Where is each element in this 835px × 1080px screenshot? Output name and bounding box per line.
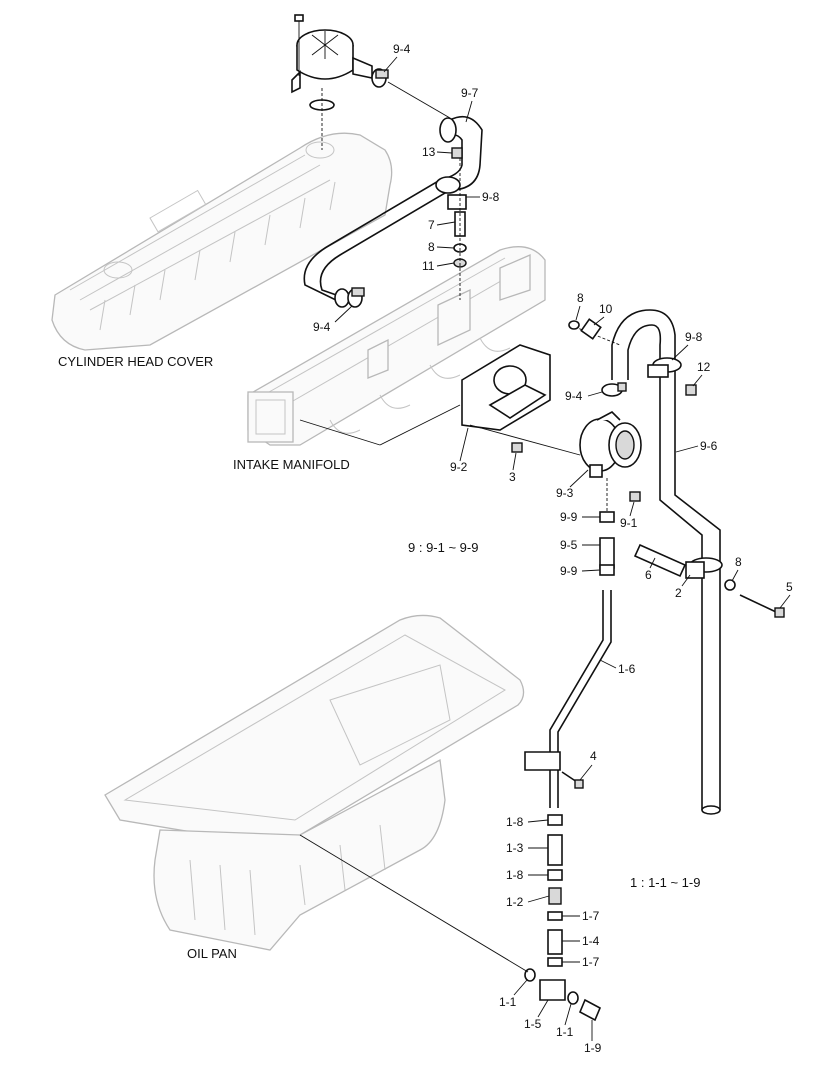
bolt-3 <box>511 442 523 453</box>
sleeve-1-7-bot <box>547 957 563 967</box>
callout-7: 7 <box>428 218 435 232</box>
sleeve-9-9-top <box>599 511 615 523</box>
bracket-9-8-right <box>647 357 682 378</box>
caption-group1-range: 1 : 1-1 ~ 1-9 <box>630 875 700 890</box>
callout-1-1-right: 1-1 <box>556 1025 574 1039</box>
oil-pan-drawing <box>104 614 525 951</box>
callout-2: 2 <box>675 586 682 600</box>
nut-12 <box>685 384 697 396</box>
caption-oil-pan: OIL PAN <box>187 946 237 961</box>
callout-1-7-bot: 1-7 <box>582 955 600 969</box>
gasket-1-1-right <box>567 991 579 1005</box>
washer-8-right <box>724 579 736 591</box>
callout-9-7: 9-7 <box>461 86 479 100</box>
bracket-9-2 <box>461 344 551 431</box>
caption-cylinder-head-cover: CYLINDER HEAD COVER <box>58 354 213 369</box>
hose-9-6 <box>611 309 721 815</box>
caption-group9-range: 9 : 9-1 ~ 9-9 <box>408 540 478 555</box>
callout-6: 6 <box>645 568 652 582</box>
callout-11: 11 <box>422 259 435 273</box>
valve-9-3 <box>579 411 642 478</box>
clamp-9-4-valve <box>601 382 627 397</box>
callout-9-4-valve: 9-4 <box>565 389 583 403</box>
callout-8-right: 8 <box>735 555 742 569</box>
bolt-4 <box>561 771 584 789</box>
intake-manifold-drawing <box>247 246 546 446</box>
bracket-9-8-left <box>435 176 467 210</box>
adapter-1-5 <box>539 979 566 1001</box>
callout-9-8-left: 9-8 <box>482 190 500 204</box>
callout-3: 3 <box>509 470 516 484</box>
callout-1-6: 1-6 <box>618 662 636 676</box>
callout-1-8-bot: 1-8 <box>506 868 524 882</box>
callout-1-4: 1-4 <box>582 934 600 948</box>
callout-1-8-top: 1-8 <box>506 815 524 829</box>
callout-9-9-bot: 9-9 <box>560 564 578 578</box>
bolt-13 <box>451 147 463 159</box>
clamp-9-4-mid <box>347 287 365 308</box>
callout-8-mid: 8 <box>577 291 584 305</box>
caption-intake-manifold: INTAKE MANIFOLD <box>233 457 350 472</box>
callout-13: 13 <box>422 145 436 159</box>
callout-9-4-top: 9-4 <box>393 42 411 56</box>
callout-9-3: 9-3 <box>556 486 574 500</box>
hose-1-3 <box>547 834 563 866</box>
bolt-5 <box>739 594 785 618</box>
callout-12: 12 <box>697 360 711 374</box>
cylinder-head-cover-drawing <box>51 14 393 351</box>
hose-9-5 <box>599 537 615 569</box>
callout-9-6: 9-6 <box>700 439 718 453</box>
pipe-6 <box>633 543 687 578</box>
clamp-9-4-top <box>371 68 389 88</box>
callout-1-1-left: 1-1 <box>499 995 517 1009</box>
callout-9-8-right: 9-8 <box>685 330 703 344</box>
callout-10: 10 <box>599 302 613 316</box>
sleeve-1-8-top <box>547 814 563 826</box>
fitting-1-2 <box>548 887 562 905</box>
fitting-10 <box>580 318 602 340</box>
hose-1-4 <box>547 929 563 955</box>
bracket-2 <box>685 557 723 579</box>
callout-9-5: 9-5 <box>560 538 578 552</box>
sleeve-9-9-bot <box>599 564 615 576</box>
sleeve-1-8-bot <box>547 869 563 881</box>
callout-9-9-top: 9-9 <box>560 510 578 524</box>
pipe-1-6 <box>549 590 612 808</box>
callout-1-3: 1-3 <box>506 841 524 855</box>
callout-5: 5 <box>786 580 793 594</box>
bracket-4 <box>524 751 561 771</box>
callout-9-4-mid: 9-4 <box>313 320 331 334</box>
bolt-9-1 <box>629 491 641 502</box>
callout-1-7-top: 1-7 <box>582 909 600 923</box>
callout-9-2: 9-2 <box>450 460 468 474</box>
sleeve-1-7-top <box>547 911 563 921</box>
callout-4: 4 <box>590 749 597 763</box>
callout-1-5: 1-5 <box>524 1017 542 1031</box>
callout-8-left: 8 <box>428 240 435 254</box>
washer-8-mid <box>568 320 580 330</box>
plug-1-9 <box>578 998 602 1022</box>
callout-1-2: 1-2 <box>506 895 524 909</box>
hose-9-7 <box>303 115 483 308</box>
callout-9-1: 9-1 <box>620 516 638 530</box>
callout-1-9: 1-9 <box>584 1041 602 1055</box>
